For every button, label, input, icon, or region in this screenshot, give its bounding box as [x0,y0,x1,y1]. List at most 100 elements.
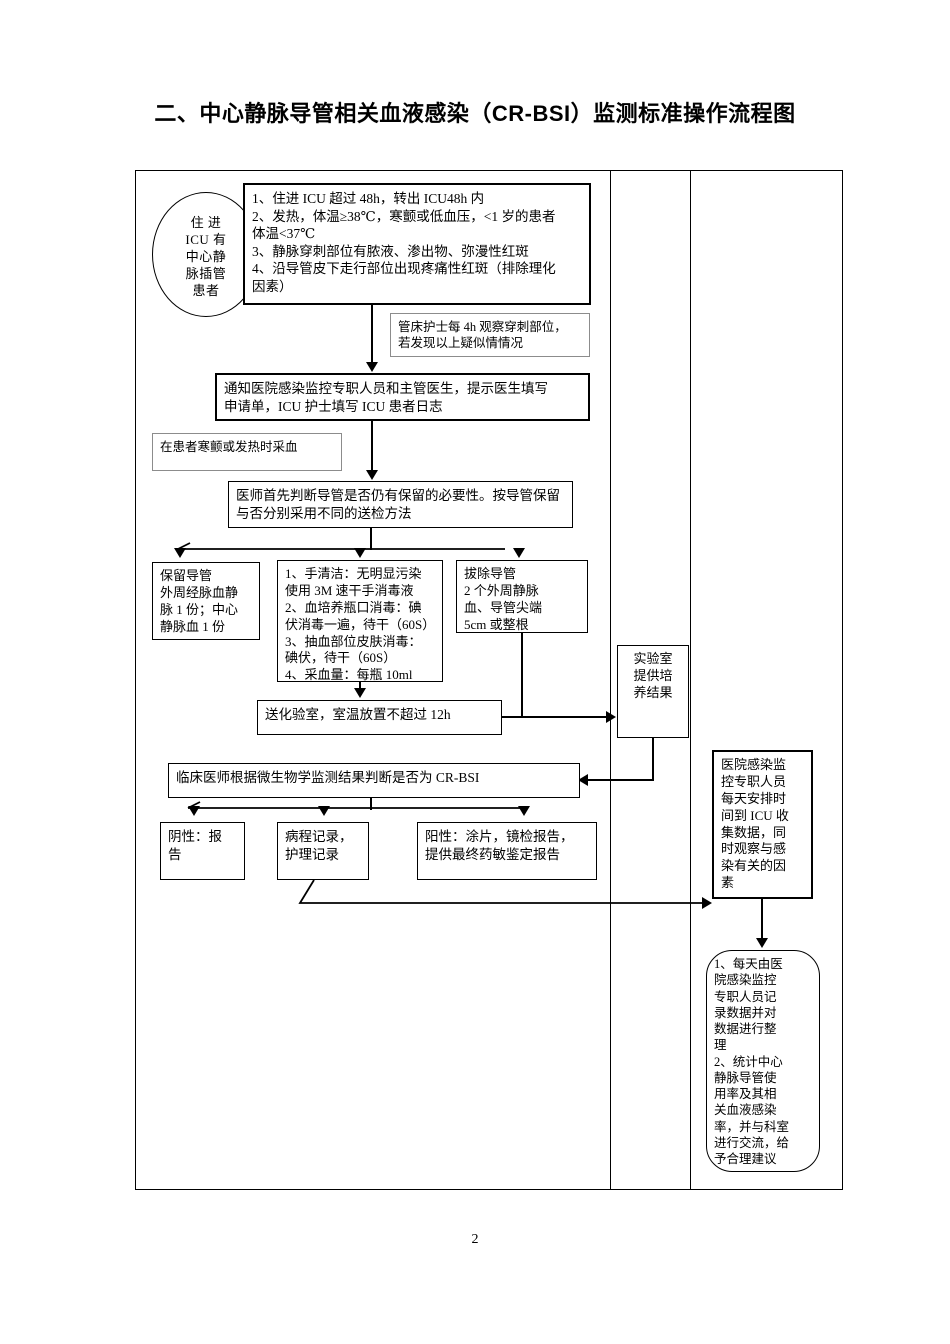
steps-line-6: 碘伏，待干（60S） [285,650,397,666]
collect-line-5: 集数据，同 [721,824,787,840]
connector-send-to-lab [502,716,609,718]
remove-catheter-box[interactable]: 拔除导管 2 个外周静脉 血、导管尖端 5cm 或整根 [456,560,588,633]
criteria-line-6: 因素） [252,278,293,294]
course-record-box[interactable]: 病程记录， 护理记录 [277,822,369,880]
keep-line-2: 外周经脉血静 [160,584,239,600]
arrowhead-to-data-collection [702,897,712,909]
stats-line-13: 予合理建议 [714,1152,777,1166]
stats-line-10: 关血液感染 [714,1103,777,1118]
negative-line-2: 告 [168,846,182,862]
stats-line-11: 率，并与科室 [714,1119,790,1134]
arrowhead-branch-course [318,806,330,816]
steps-line-1: 1、手清洁：无明显污染 [285,566,422,581]
stats-line-5: 数据进行整 [714,1022,777,1036]
send-to-lab-box[interactable]: 送化验室，室温放置不超过 12h [257,700,502,735]
keep-line-3: 脉 1 份；中心 [160,601,239,617]
connector-decision-to-branchbus [370,528,372,550]
nurse-line-1: 管床护士每 4h 观察穿刺部位， [398,320,567,334]
blood-draw-timing-line-1: 在患者寒颤或发热时采血 [160,440,298,454]
notify-line-2: 申请单，ICU 护士填写 ICU 患者日志 [224,398,443,414]
physician-decision-box[interactable]: 医师首先判断导管是否仍有保留的必要性。按导管保留 与否分别采用不同的送检方法 [228,481,573,528]
arrowhead-lab-to-judge [578,774,588,786]
connector-remove-to-lab [521,633,523,716]
flowchart-frame [135,170,843,1190]
data-collection-box[interactable]: 医院感染监 控专职人员 每天安排时 间到 ICU 收 集数据，同 时观察与感 染… [712,750,813,899]
blood-draw-timing-box[interactable]: 在患者寒颤或发热时采血 [152,433,342,471]
collect-line-8: 素 [721,875,735,891]
keep-line-1: 保留导管 [160,568,213,583]
send-line-1: 送化验室，室温放置不超过 12h [265,707,451,722]
course-line-1: 病程记录， [285,829,353,844]
page-title: 二、中心静脉导管相关血液感染（CR‐BSI）监测标准操作流程图 [154,101,796,126]
remove-line-1: 拔除导管 [464,566,517,581]
keep-catheter-box[interactable]: 保留导管 外周经脉血静 脉 1 份；中心 静脉血 1 份 [152,562,260,640]
connector-lab-to-judge [588,779,654,781]
procedure-steps-box[interactable]: 1、手清洁：无明显污染 使用 3M 速干手消毒液 2、血培养瓶口消毒：碘 伏消毒… [277,560,443,682]
course-line-2: 护理记录 [285,846,339,862]
frame-column-divider-2 [690,170,691,1190]
remove-line-3: 血、导管尖端 [464,599,543,615]
connector-collection-to-stats [761,899,763,941]
stats-line-3: 专职人员记 [714,989,777,1004]
arrowhead-send-to-lab [606,711,616,723]
criteria-line-4: 3、静脉穿刺部位有脓液、渗出物、弥漫性红斑 [252,243,529,259]
decision-line-1: 医师首先判断导管是否仍有保留的必要性。按导管保留 [236,488,560,503]
start-oval-line-3: 中心静 [185,248,227,264]
criteria-line-2: 2、发热，体温≥38℃，寒颤或低血压，<1 岁的患者 [252,208,556,224]
arrowhead-steps-to-send [354,688,366,698]
connector-judge-to-branchbus [370,798,372,810]
lab-line-1: 实验室 [633,651,673,666]
start-oval-line-2: ICU 有 [185,231,227,247]
arrowhead-collection-to-stats [756,938,768,948]
steps-line-2: 使用 3M 速干手消毒液 [285,582,414,598]
start-oval-line-5: 患者 [192,282,220,298]
arrowhead-branch-negative [188,806,200,816]
positive-result-box[interactable]: 阳性：涂片，镜检报告， 提供最终药敏鉴定报告 [417,822,597,880]
stats-line-9: 用率及其相 [714,1087,777,1101]
positive-line-1: 阳性：涂片，镜检报告， [425,829,574,844]
remove-line-4: 5cm 或整根 [464,616,529,632]
arrowhead-branch-positive [518,806,530,816]
collect-line-6: 时观察与感 [721,841,787,857]
negative-result-box[interactable]: 阴性：报 告 [160,822,245,880]
clinician-judgement-box[interactable]: 临床医师根据微生物学监测结果判断是否为 CR-BSI [168,763,580,798]
criteria-line-3: 体温<37℃ [252,226,316,242]
collect-line-1: 医院感染监 [721,757,787,772]
nurse-observation-box[interactable]: 管床护士每 4h 观察穿刺部位， 若发现以上疑似情情况 [390,313,590,357]
steps-line-5: 3、抽血部位皮肤消毒： [285,633,422,649]
lab-line-2: 提供培 [633,667,673,683]
frame-column-divider-1 [610,170,611,1190]
stats-line-7: 2、统计中心 [714,1054,783,1069]
page-number: 2 [471,1232,479,1247]
positive-line-2: 提供最终药敏鉴定报告 [425,846,560,862]
lab-result-box[interactable]: 实验室 提供培 养结果 [617,645,689,738]
arrowhead-criteria-to-notify [366,362,378,372]
stats-line-8: 静脉导管使 [714,1070,777,1085]
collect-line-3: 每天安排时 [721,790,787,806]
judge-line-1: 临床医师根据微生物学监测结果判断是否为 CR-BSI [176,770,480,785]
negative-line-1: 阴性：报 [168,829,222,844]
steps-line-7: 4、采血量：每瓶 10ml [285,667,413,683]
stats-line-6: 理 [714,1038,727,1053]
arrowhead-notify-to-decision [366,470,378,480]
stats-line-12: 进行交流，给 [714,1135,790,1150]
lab-line-3: 养结果 [633,684,673,700]
connector-criteria-to-notify [371,305,373,365]
connector-steps-to-send [359,682,361,692]
notify-box[interactable]: 通知医院感染监控专职人员和主管医生，提示医生填写 申请单，ICU 护士填写 IC… [215,373,590,421]
remove-line-2: 2 个外周静脉 [464,582,539,598]
criteria-box[interactable]: 1、住进 ICU 超过 48h，转出 ICU48h 内 2、发热，体温≥38℃，… [243,183,591,305]
stats-line-2: 院感染监控 [714,973,777,988]
criteria-line-1: 1、住进 ICU 超过 48h，转出 ICU48h 内 [252,191,485,206]
collect-line-4: 间到 ICU 收 [721,807,789,823]
collect-line-7: 染有关的因 [721,858,787,874]
connector-lab-down [652,738,654,780]
statistics-box[interactable]: 1、每天由医 院感染监控 专职人员记 录数据并对 数据进行整 理 2、统计中心 … [706,950,820,1172]
stats-line-1: 1、每天由医 [714,957,783,971]
steps-line-4: 伏消毒一遍，待干（60S） [285,616,436,632]
notify-line-1: 通知医院感染监控专职人员和主管医生，提示医生填写 [224,381,548,396]
start-oval-line-1: 住 进 [190,215,222,230]
keep-line-4: 静脉血 1 份 [160,618,226,634]
arrowhead-branch-steps [354,548,366,558]
